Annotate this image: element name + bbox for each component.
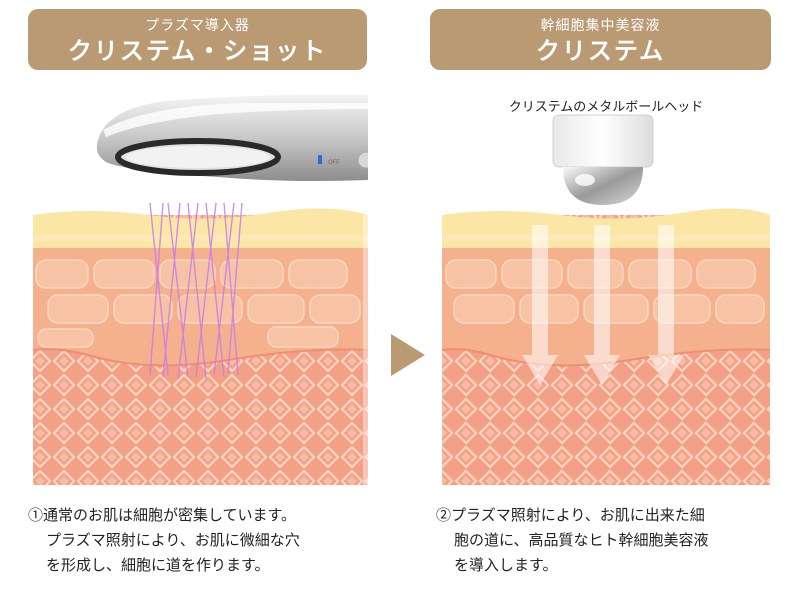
plasma-device-icon: OFF [96, 94, 368, 181]
caption-line: ①通常のお肌は細胞が密集しています。 [28, 506, 297, 524]
skin-layers [32, 208, 368, 485]
badge-serum: 幹細胞集中美容液 クリステム [430, 9, 771, 70]
caption-before: ①通常のお肌は細胞が密集しています。 プラズマ照射により、お肌に微細な穴 を形成… [28, 503, 388, 578]
metal-ball-head-icon [552, 114, 654, 205]
next-arrow-icon [391, 334, 425, 376]
caption-line: ②プラズマ照射により、お肌に出来た細 [436, 506, 705, 524]
skin-illustration-after [430, 85, 770, 485]
badge-subtitle: プラズマ導入器 [145, 18, 250, 34]
badge-title: クリステム [535, 37, 666, 65]
caption-line: 胞の道に、高品質なヒト幹細胞美容液 [454, 531, 709, 549]
serum-arrow-icon [522, 225, 684, 385]
caption-line: プラズマ照射により、お肌に微細な穴 [46, 531, 300, 549]
badge-subtitle: 幹細胞集中美容液 [540, 18, 661, 34]
caption-line: を導入します。 [454, 556, 558, 574]
skin-cross-section-left: OFF [32, 94, 368, 485]
skin-illustration-before: OFF [28, 85, 368, 485]
caption-after: ②プラズマ照射により、お肌に出来た細 胞の道に、高品質なヒト幹細胞美容液 を導入… [436, 503, 786, 578]
device-button-text: OFF [328, 159, 340, 166]
skin-cross-section-right [441, 114, 770, 485]
badge-title: クリステム・ショット [67, 37, 328, 65]
badge-plasma-device: プラズマ導入器 クリステム・ショット [28, 9, 367, 70]
caption-line: を形成し、細胞に道を作ります。 [46, 556, 270, 574]
metal-ball-head-label: クリステムのメタルボールヘッド [508, 100, 704, 115]
plasma-beams [149, 202, 243, 380]
